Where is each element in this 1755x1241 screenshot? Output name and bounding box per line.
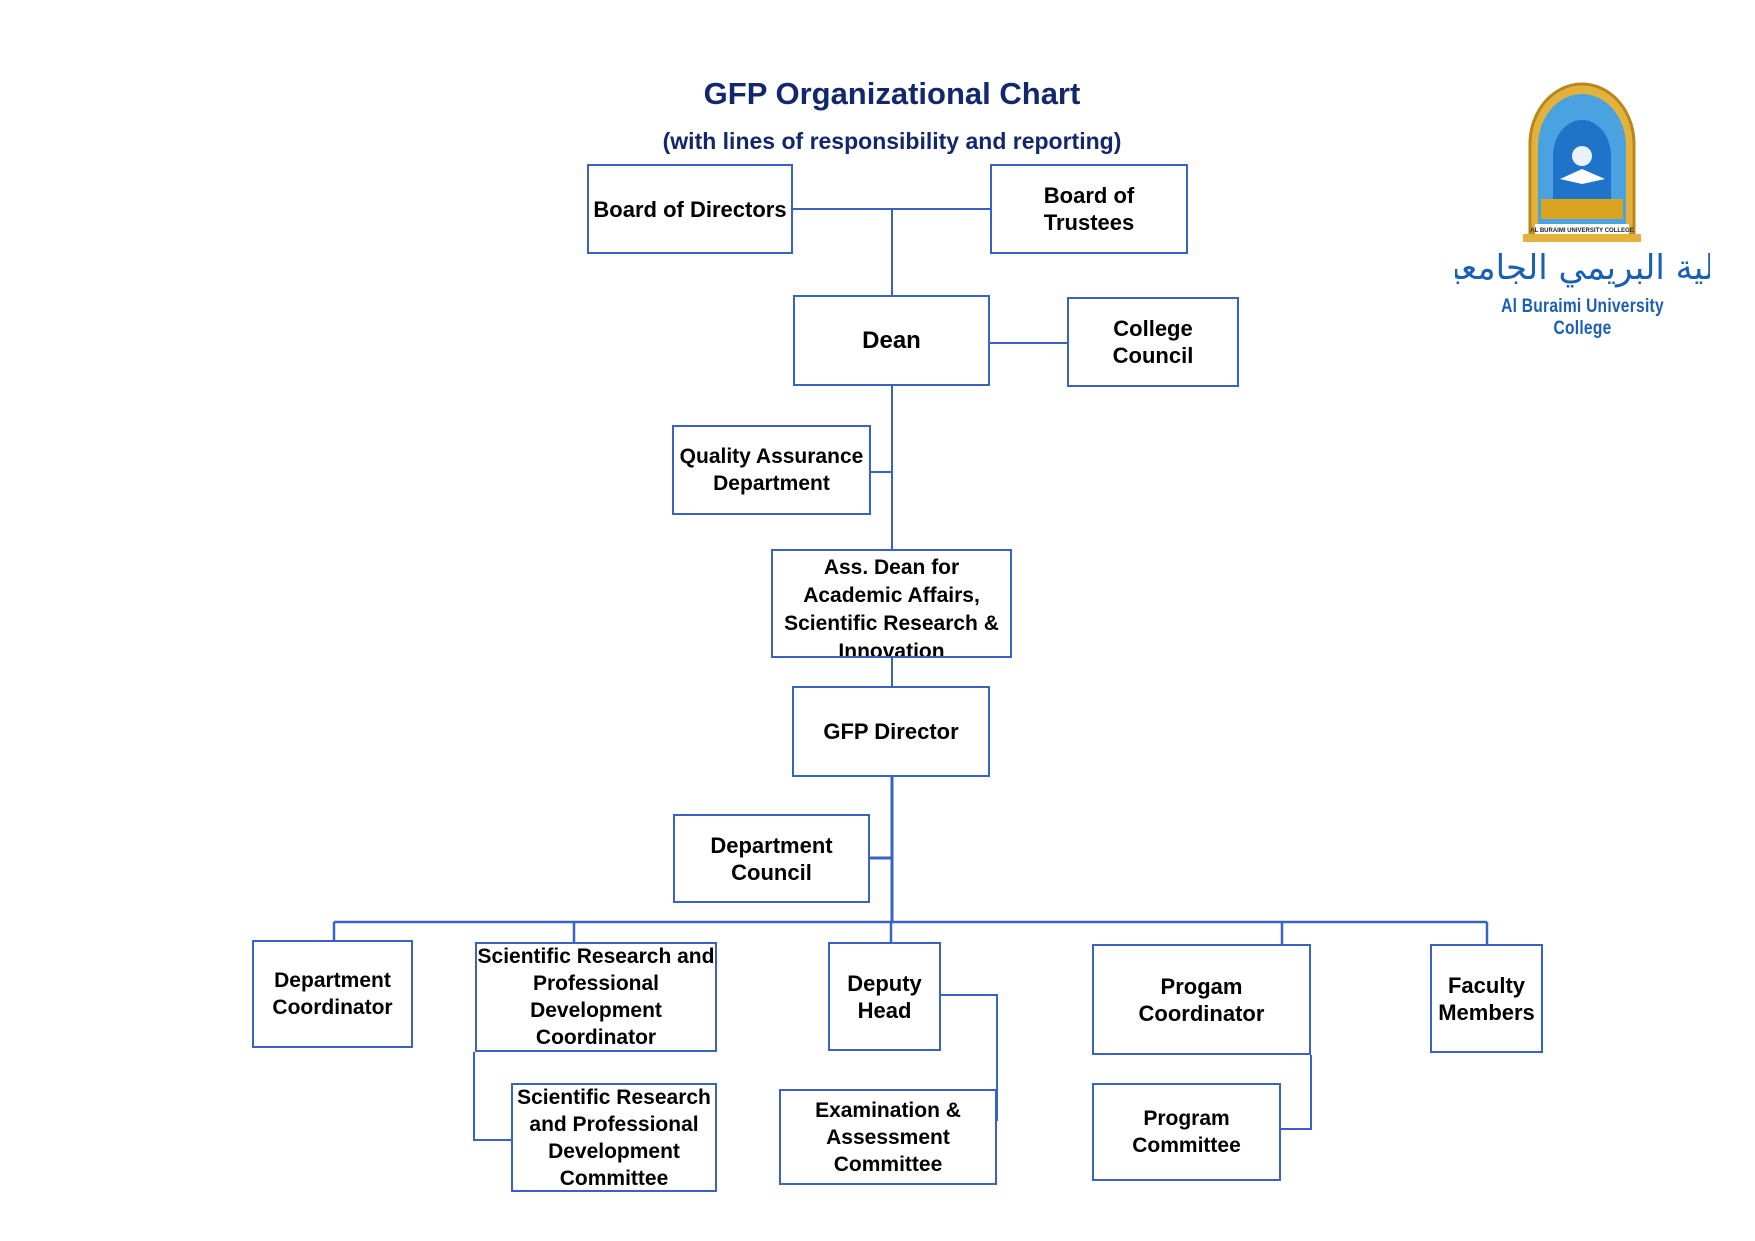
chart-subtitle: (with lines of responsibility and report…: [662, 128, 1122, 154]
node-college-council: College Council: [1067, 297, 1239, 387]
node-gfp-director: GFP Director: [792, 686, 990, 777]
logo-arabic-name: كلية البريمي الجامعية: [1455, 248, 1710, 288]
node-program-committee: Program Committee: [1092, 1083, 1281, 1181]
connector-program: [1281, 1055, 1312, 1130]
node-board-of-directors: Board of Directors: [587, 164, 793, 254]
node-dean: Dean: [793, 295, 990, 386]
node-faculty-members: Faculty Members: [1430, 944, 1543, 1053]
node-sr-pd-committee: Scientific Research and Professional Dev…: [511, 1083, 717, 1192]
node-sr-pd-coordinator: Scientific Research and Professional Dev…: [475, 942, 717, 1052]
connector-srpd: [473, 1052, 511, 1141]
node-board-of-trustees: Board of Trustees: [990, 164, 1188, 254]
node-department-coordinator: Department Coordinator: [252, 940, 413, 1048]
node-department-council: Department Council: [673, 814, 870, 903]
college-logo: AL BURAIMI UNIVERSITY COLLEGE كلية البري…: [1455, 82, 1710, 288]
node-program-coordinator: Progam Coordinator: [1092, 944, 1311, 1055]
chart-title: GFP Organizational Chart: [703, 76, 1081, 111]
connector-bus: [332, 920, 1489, 944]
emblem-text: AL BURAIMI UNIVERSITY COLLEGE: [1530, 228, 1633, 234]
connector-boards: [793, 208, 990, 295]
logo-english-name: Al Buraimi University College: [1501, 296, 1664, 339]
node-deputy-head: Deputy Head: [828, 942, 941, 1051]
connector-deputy-exam: [941, 994, 998, 1121]
node-ass-dean: Ass. Dean for Academic Affairs, Scientif…: [771, 549, 1012, 658]
node-exam-committee: Examination & Assessment Committee: [779, 1089, 997, 1185]
node-quality-assurance: Quality Assurance Department: [672, 425, 871, 515]
connector-dean-spine: [871, 386, 893, 549]
connector-director-spine: [870, 777, 894, 922]
